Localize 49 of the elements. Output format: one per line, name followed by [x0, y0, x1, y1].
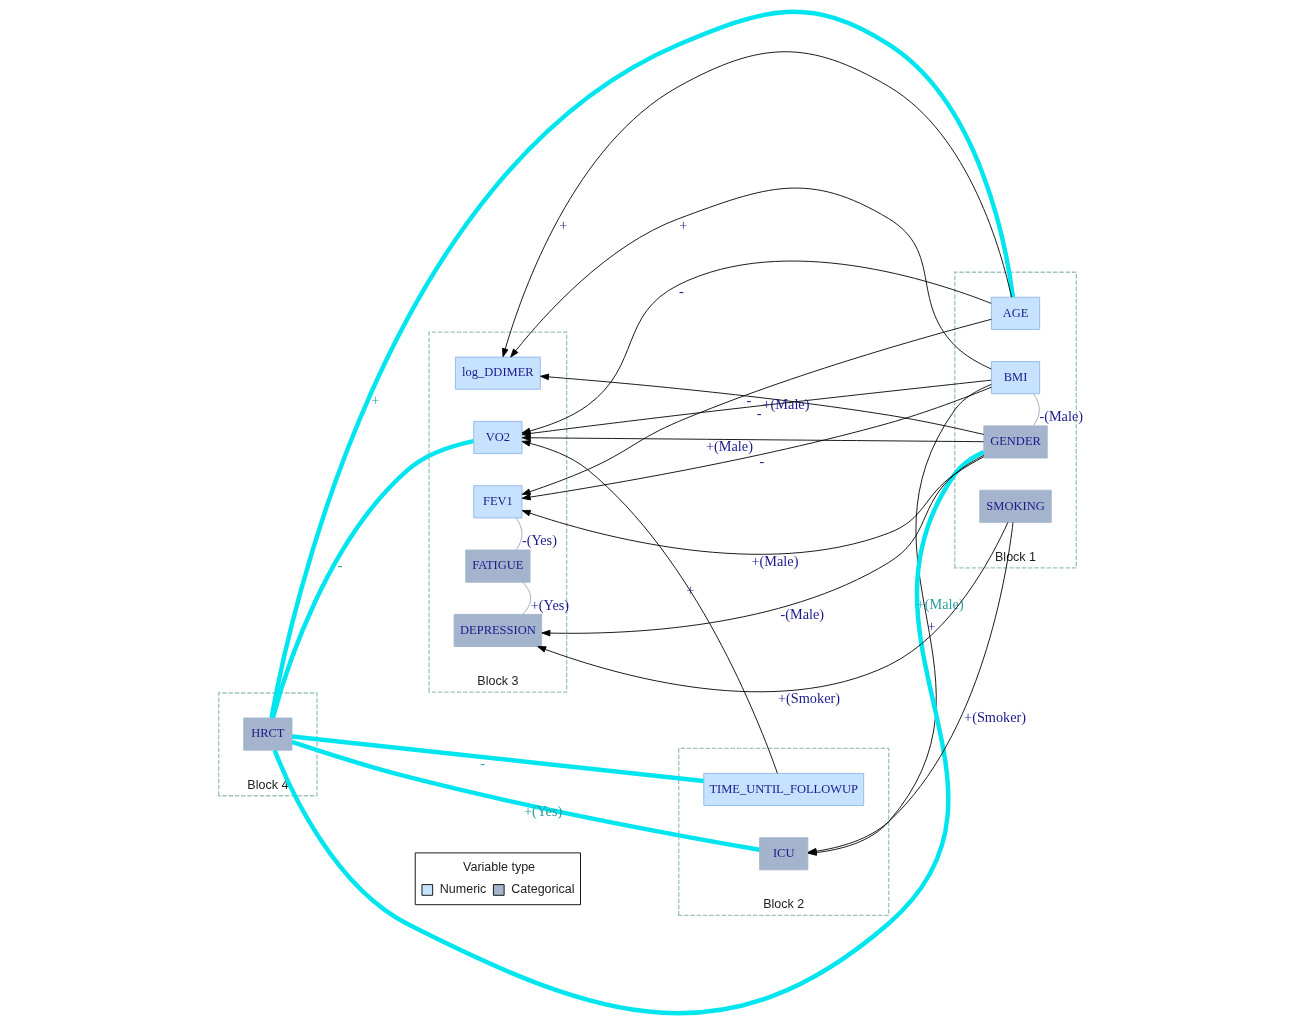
edge-label: - — [337, 557, 343, 574]
connector — [515, 517, 523, 551]
arrow — [502, 51, 1012, 358]
node-box: AGE — [990, 296, 1041, 330]
arrow — [541, 454, 985, 637]
node-box: FATIGUE — [465, 549, 531, 583]
edge-label: - — [746, 391, 752, 408]
node-box: DEPRESSION — [453, 613, 543, 647]
connector — [291, 739, 760, 852]
node-box: TIME_UNTIL_FOLLOWUP — [703, 772, 865, 806]
edge-label: - — [679, 283, 684, 300]
edge-label: -(Yes) — [521, 532, 557, 549]
edge-label: + — [686, 582, 695, 599]
connector — [269, 9, 1016, 719]
node-box: ICU — [759, 837, 809, 871]
arrow — [540, 373, 985, 435]
edge-label: + — [371, 391, 380, 408]
edge-label: +(Smoker) — [778, 689, 840, 706]
edge-label: -(Male) — [1039, 408, 1084, 425]
edge-label: +(Yes) — [530, 596, 570, 613]
edge-label: -(Male) — [780, 606, 825, 623]
edge-label: + — [679, 217, 688, 234]
arrow — [537, 521, 1009, 693]
edge-label: +(Male) — [751, 552, 799, 569]
edge-label: - — [759, 453, 765, 470]
legend-label: Numeric — [439, 882, 487, 897]
edge-label: - — [756, 404, 762, 421]
edge-label: +(Smoker) — [964, 708, 1027, 725]
node-box: SMOKING — [979, 489, 1052, 523]
edge-label: +(Male) — [705, 438, 753, 455]
connector — [272, 450, 985, 1015]
arrow — [521, 456, 985, 555]
arrow — [521, 434, 984, 443]
connector — [1032, 393, 1040, 427]
legend-label: Categorical — [511, 882, 575, 897]
arrow — [510, 187, 992, 370]
connector — [522, 581, 532, 615]
arrow — [521, 440, 778, 774]
node-box: HRCT — [243, 717, 293, 751]
node-box: BMI — [990, 361, 1041, 395]
node-box: VO2 — [473, 420, 523, 454]
edge-label: + — [927, 618, 936, 635]
node-box: GENDER — [983, 425, 1048, 459]
edge-label: + — [559, 216, 568, 233]
edge-label: - — [480, 755, 485, 772]
node-box: log_DDIMER — [455, 356, 541, 390]
node-box: FEV1 — [473, 485, 523, 519]
connector — [291, 734, 704, 784]
label: Variable type — [463, 859, 536, 874]
